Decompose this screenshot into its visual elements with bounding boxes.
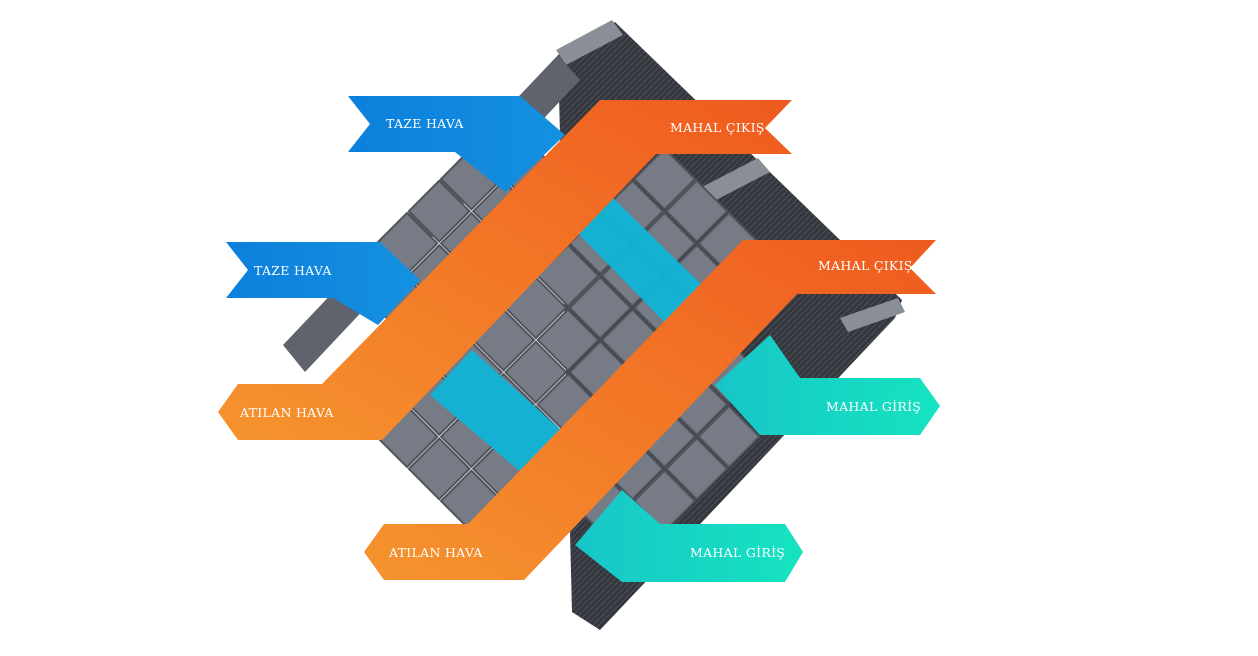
fresh-air-arrow-top: [348, 96, 565, 192]
core-cell: [665, 179, 729, 243]
label-room-supply-top: MAHAL GİRİŞ: [826, 399, 921, 414]
supply-air-arrow-top: [715, 335, 940, 435]
label-room-exit-mid: MAHAL ÇIKIŞ: [818, 258, 913, 273]
core-cell: [697, 404, 761, 469]
extract-air-bands: [218, 100, 936, 580]
core-cell: [536, 308, 600, 372]
flow-labels: TAZE HAVA TAZE HAVA ATILAN HAVA ATILAN H…: [239, 116, 921, 560]
core-cell: [632, 147, 697, 211]
extract-band-bottom: [364, 240, 936, 580]
label-fresh-air-mid: TAZE HAVA: [254, 263, 332, 278]
supply-air-arrows: [575, 335, 940, 582]
label-exhaust-air-top: ATILAN HAVA: [239, 405, 334, 420]
core-cell: [407, 179, 471, 243]
label-fresh-air-top: TAZE HAVA: [386, 116, 464, 131]
core-cell: [407, 437, 471, 501]
fresh-air-arrow-mid: [226, 242, 420, 325]
core-cell: [504, 340, 568, 404]
fresh-air-arrows: [226, 96, 565, 325]
core-cell: [665, 437, 729, 501]
supply-air-arrow-bottom: [575, 490, 803, 582]
label-room-supply-bottom: MAHAL GİRİŞ: [690, 545, 785, 560]
label-room-exit-top: MAHAL ÇIKIŞ: [670, 120, 765, 135]
core-cell: [568, 276, 632, 340]
extract-band-top: [218, 100, 792, 440]
label-exhaust-air-bottom: ATILAN HAVA: [388, 545, 483, 560]
core-exchange-zones: [430, 195, 712, 480]
